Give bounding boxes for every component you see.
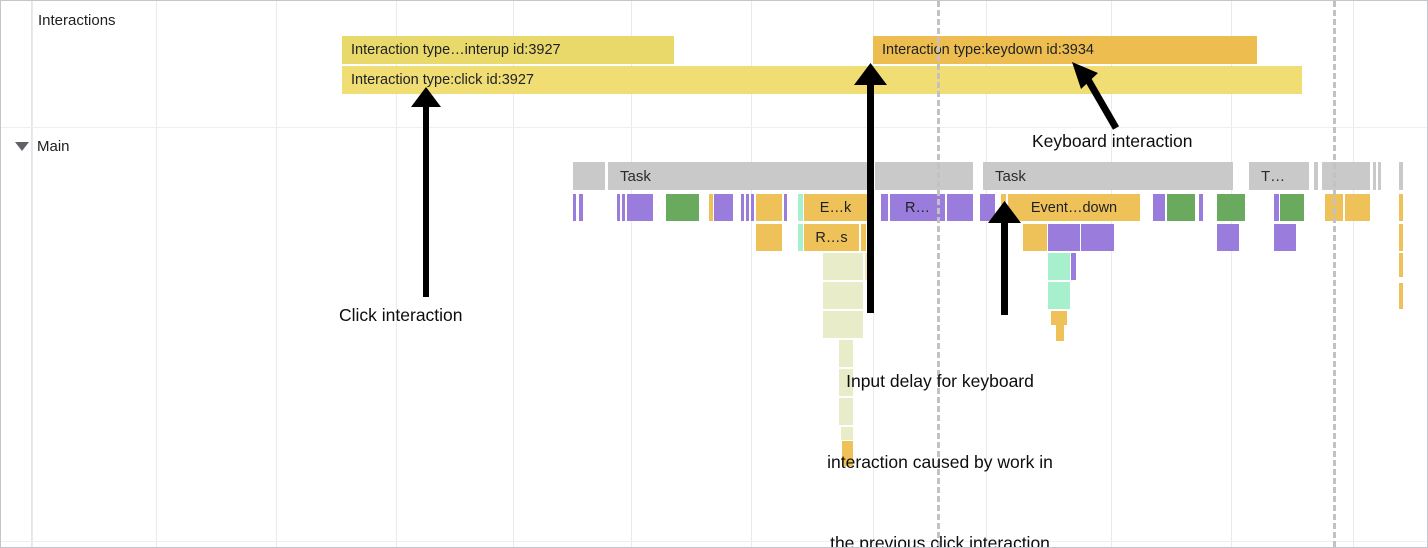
flame-block[interactable] (1217, 194, 1245, 221)
flame-block[interactable] (1399, 253, 1403, 277)
gridline (276, 1, 277, 547)
flame-block[interactable] (1167, 194, 1195, 221)
gridline (1231, 1, 1232, 547)
task-block[interactable] (1322, 162, 1370, 190)
input-delay-annotation-line-1: Input delay for keyboard (846, 371, 1034, 391)
flame-block[interactable] (823, 253, 863, 280)
flame-block[interactable] (1217, 224, 1239, 251)
flame-block[interactable] (579, 194, 583, 221)
flame-block[interactable] (881, 194, 888, 221)
flame-block-event-keydown[interactable]: Event…down (1008, 194, 1140, 221)
gridline (156, 1, 157, 547)
task-block-1[interactable]: Task (608, 162, 873, 190)
track-rail (1, 1, 32, 547)
track-title-main[interactable]: Main (37, 138, 70, 155)
flame-block[interactable] (1023, 224, 1047, 251)
flame-block[interactable] (841, 427, 853, 440)
flame-block[interactable] (751, 194, 754, 221)
interaction-bar-click[interactable]: Interaction type:click id:3927 (342, 66, 1302, 94)
task-block[interactable] (1378, 162, 1381, 190)
flame-block[interactable] (756, 194, 782, 221)
flame-block[interactable] (1071, 253, 1076, 280)
input-delay-annotation-line-3: the previous click interaction (830, 533, 1050, 548)
flame-block[interactable] (798, 194, 803, 221)
flame-block[interactable] (709, 194, 713, 221)
flame-block[interactable] (1345, 194, 1370, 221)
flame-block[interactable] (1048, 253, 1070, 280)
flame-block[interactable] (1280, 194, 1304, 221)
input-delay-annotation-line-2: interaction caused by work in (827, 452, 1053, 472)
time-marker-2[interactable] (1333, 1, 1336, 547)
flame-block-event-pointerup[interactable]: E…k (804, 194, 867, 221)
flame-block[interactable] (666, 194, 699, 221)
gridline (631, 1, 632, 547)
click-interaction-annotation: Click interaction (339, 305, 463, 325)
flame-block[interactable] (947, 194, 973, 221)
track-separator (1, 127, 1427, 128)
task-block-4[interactable]: T… (1249, 162, 1309, 190)
flame-block[interactable] (1153, 194, 1165, 221)
flame-block[interactable] (1274, 194, 1279, 221)
flame-block[interactable] (784, 194, 787, 221)
flame-block-run-task[interactable]: R… (890, 194, 945, 221)
flame-block[interactable] (1399, 224, 1403, 251)
flame-block[interactable] (617, 194, 620, 221)
time-marker-1[interactable] (937, 1, 940, 547)
flame-block[interactable] (823, 311, 863, 338)
gridline (513, 1, 514, 547)
task-block[interactable] (573, 162, 605, 190)
flame-block[interactable] (1048, 282, 1070, 309)
interaction-bar-pointerup[interactable]: Interaction type…interup id:3927 (342, 36, 674, 64)
click-arrow-shaft (423, 99, 429, 297)
flame-block[interactable] (627, 194, 653, 221)
keyboard-interaction-annotation: Keyboard interaction (1032, 131, 1193, 151)
flame-block-run-microtasks[interactable]: R…s (804, 224, 859, 251)
gridline (396, 1, 397, 547)
task-block-2[interactable]: Task (983, 162, 1233, 190)
flame-block[interactable] (842, 441, 853, 466)
flame-block[interactable] (1274, 224, 1296, 251)
flame-block[interactable] (756, 224, 782, 251)
flame-block[interactable] (1081, 224, 1114, 251)
gridline (986, 1, 987, 547)
flame-block[interactable] (865, 253, 871, 280)
flame-block[interactable] (1199, 194, 1203, 221)
triangle-down-icon[interactable] (15, 142, 29, 151)
input-delay-annotation: Input delay for keyboard interaction cau… (781, 314, 1099, 548)
flame-block[interactable] (798, 224, 803, 251)
flame-block[interactable] (1051, 311, 1067, 325)
task-block[interactable] (1373, 162, 1376, 190)
interaction-bar-keydown[interactable]: Interaction type:keydown id:3934 (873, 36, 1257, 64)
flame-block[interactable] (867, 224, 872, 251)
flame-block[interactable] (746, 194, 749, 221)
track-title-interactions: Interactions (38, 12, 116, 29)
flame-block[interactable] (839, 369, 853, 396)
flame-block[interactable] (622, 194, 625, 221)
task-block[interactable] (1314, 162, 1318, 190)
flame-block[interactable] (1001, 194, 1006, 221)
gridline (751, 1, 752, 547)
flame-block[interactable] (861, 224, 866, 251)
flame-block[interactable] (980, 194, 995, 221)
track-separator (1, 541, 1427, 542)
gridline (32, 1, 33, 547)
gridline (1353, 1, 1354, 547)
flame-block[interactable] (839, 340, 853, 367)
gridline (1111, 1, 1112, 547)
flame-block[interactable] (1001, 224, 1006, 251)
task-block[interactable] (1399, 162, 1403, 190)
flame-block[interactable] (1399, 283, 1403, 309)
flame-block[interactable] (839, 398, 853, 425)
flame-block[interactable] (573, 194, 576, 221)
flame-block[interactable] (1056, 325, 1064, 341)
flame-block[interactable] (741, 194, 744, 221)
flame-block[interactable] (1048, 224, 1080, 251)
task-block[interactable] (875, 162, 973, 190)
flame-block[interactable] (1399, 194, 1403, 221)
flame-block[interactable] (714, 194, 733, 221)
flame-block[interactable] (823, 282, 863, 309)
